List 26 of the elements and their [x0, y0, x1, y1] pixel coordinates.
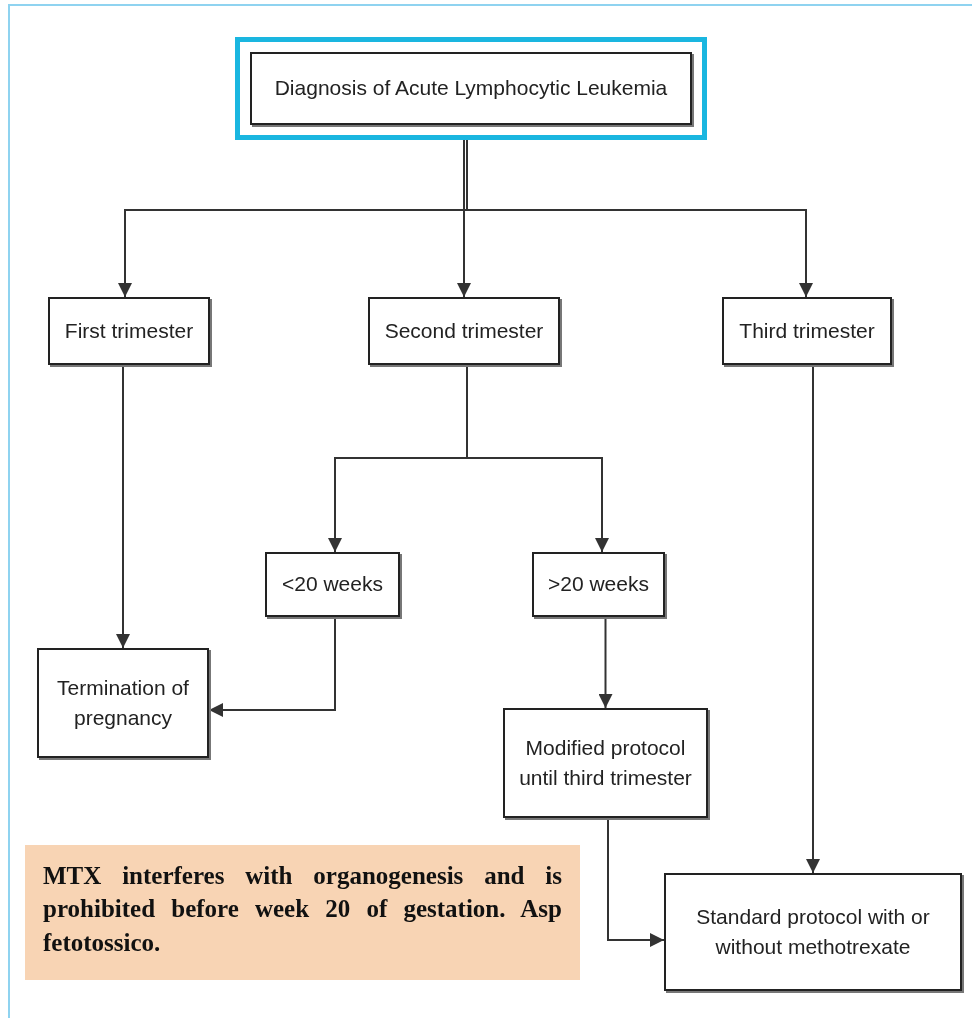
process-box: [37, 648, 209, 758]
process-box: [265, 552, 400, 617]
node-label: Standard protocol with or without methotrexate: [695, 903, 931, 960]
node-label: Third trimester: [739, 317, 875, 344]
process-box: [48, 297, 210, 365]
node-label: >20 weeks: [548, 571, 649, 598]
arrow: [208, 616, 336, 717]
node-label: Termination of pregnancy: [56, 674, 190, 731]
process-box: [722, 297, 892, 365]
process-box: [368, 297, 560, 365]
node-label: Diagnosis of Acute Lymphocytic Leukemia: [274, 75, 668, 102]
arrow: [457, 139, 471, 298]
process-box: [503, 708, 708, 818]
highlighted-box: [235, 37, 707, 140]
arrow: [806, 364, 820, 874]
arrow: [598, 616, 613, 709]
arrow: [466, 364, 609, 553]
node-label: Modified protocol until third trimester: [518, 734, 693, 791]
process-box: [664, 873, 962, 991]
note-text: MTX interferes with organogenesis and is prohibited before week 20 of gestation. Asp fetotossico.: [25, 845, 580, 980]
arrow: [607, 817, 665, 947]
node-label: Second trimester: [384, 317, 544, 344]
node-label: First trimester: [64, 317, 194, 344]
process-box: [532, 552, 665, 617]
node-label: <20 weeks: [282, 571, 383, 598]
arrow: [116, 364, 130, 649]
